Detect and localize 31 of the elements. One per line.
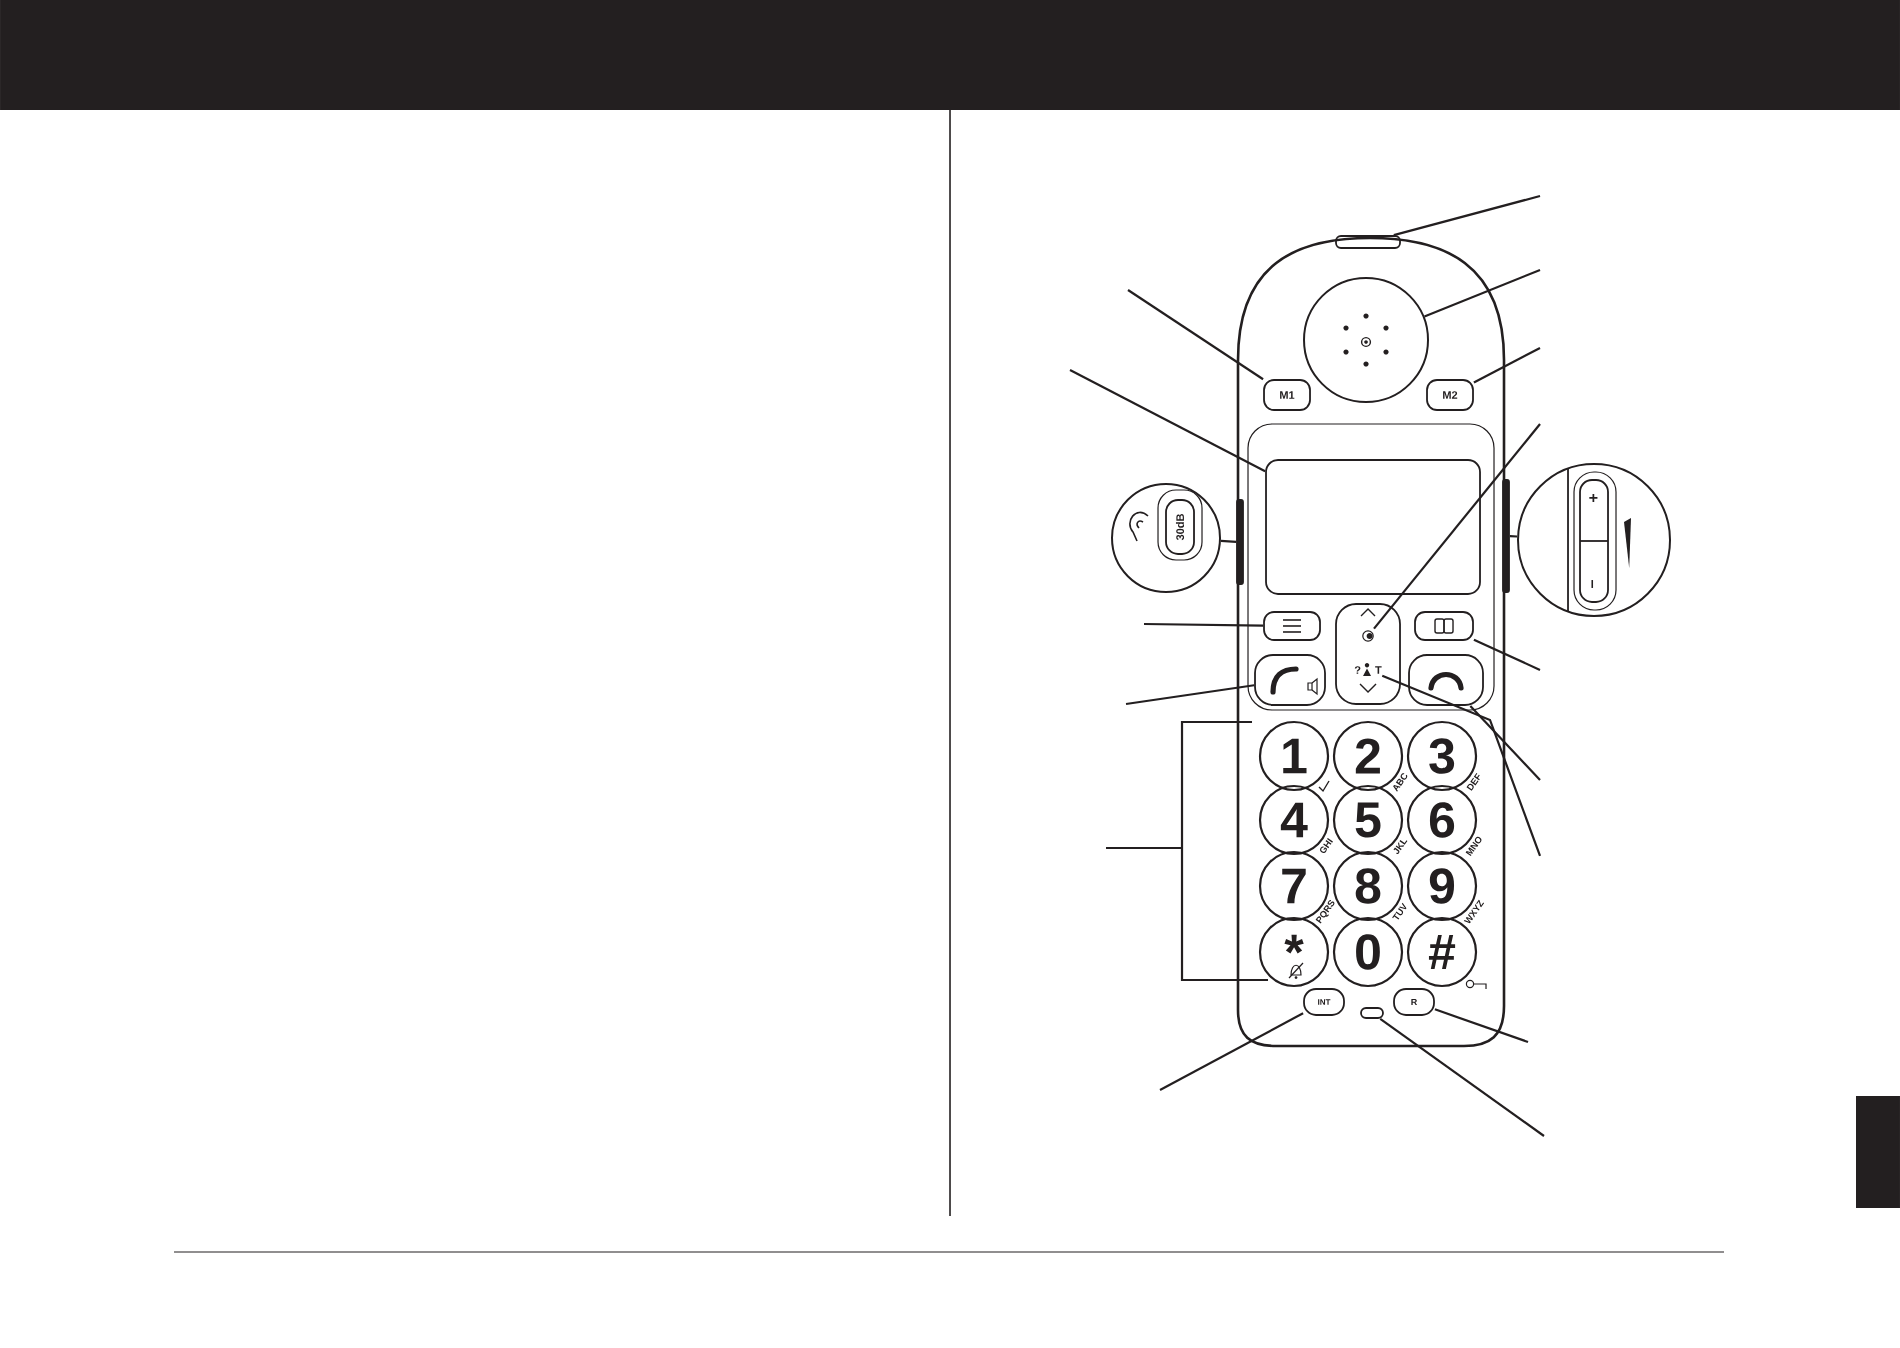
menu-button (1263, 611, 1321, 641)
leader-line (1159, 1012, 1304, 1091)
leader-line (1144, 622, 1264, 627)
navigation-rocker (1335, 603, 1401, 705)
connector-line (1220, 539, 1237, 543)
display-screen (1265, 459, 1481, 595)
leader-line (1393, 194, 1541, 237)
magnifier-circle (1517, 463, 1671, 617)
keypad-key: 1 (1258, 720, 1330, 792)
call-button (1254, 654, 1326, 706)
end-call-button (1408, 654, 1484, 706)
earpiece-slot (1335, 235, 1401, 249)
leader-line (1469, 705, 1541, 781)
microphone-hole (1360, 1007, 1384, 1019)
leader-line (1434, 1008, 1529, 1044)
leader-line (1069, 369, 1266, 473)
volume-button: + – (1579, 479, 1609, 603)
leader-line (1373, 423, 1541, 630)
side-button (1502, 479, 1510, 593)
leader-line (1424, 268, 1541, 318)
leader-line (1381, 674, 1542, 857)
speaker-grille (1303, 277, 1429, 403)
up-key (1362, 630, 1374, 642)
leader-line (1127, 289, 1264, 381)
side-button (1236, 499, 1244, 585)
leader-line (1125, 684, 1255, 706)
leader-line (1473, 347, 1541, 384)
phonebook-button (1414, 611, 1474, 641)
connector-line (1509, 535, 1518, 538)
magnifier-circle (1111, 483, 1221, 593)
leader-line (1473, 638, 1541, 671)
